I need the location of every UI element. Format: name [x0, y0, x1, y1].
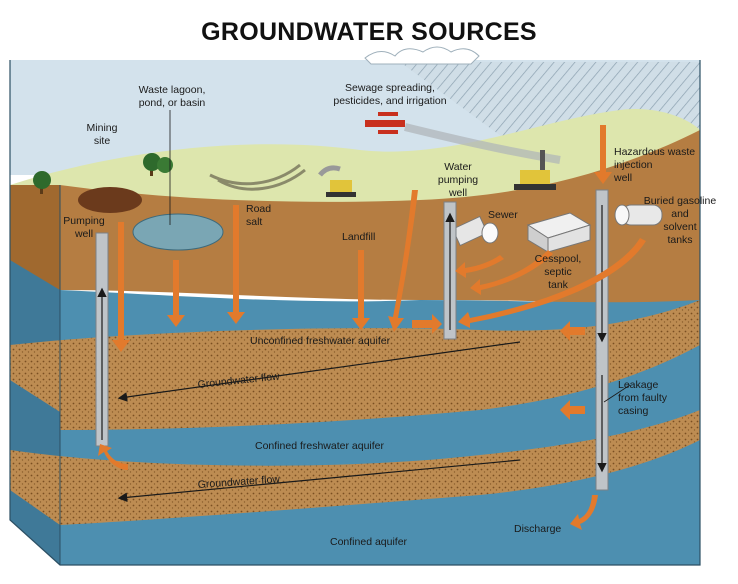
svg-text:well: well	[448, 187, 467, 199]
bulldozer-icon-1	[318, 165, 356, 197]
contamination-arrows	[98, 125, 646, 530]
soil-front	[60, 130, 700, 320]
svg-text:and: and	[671, 208, 689, 220]
bulldozer-icon-2	[514, 150, 556, 190]
label-leakage: Leakage from faulty casing	[618, 379, 668, 417]
svg-text:Hazardous waste: Hazardous waste	[614, 146, 695, 158]
label-mining-site: Mining site	[87, 122, 118, 147]
cloud	[364, 46, 480, 65]
label-discharge: Discharge	[514, 523, 561, 535]
svg-text:Mining: Mining	[87, 122, 118, 134]
svg-text:Road: Road	[246, 203, 271, 215]
mining-site-icon	[78, 187, 142, 213]
svg-text:solvent: solvent	[663, 221, 696, 233]
side-soil	[10, 185, 60, 290]
clay-band-1b	[60, 325, 700, 430]
label-landfill: Landfill	[342, 231, 375, 243]
svg-text:from faulty: from faulty	[618, 392, 668, 404]
svg-text:pesticides, and irrigation: pesticides, and irrigation	[333, 95, 446, 107]
svg-text:pumping: pumping	[438, 174, 478, 186]
svg-text:salt: salt	[246, 216, 262, 228]
waste-lagoon-icon	[132, 213, 224, 251]
label-confined-aquifer: Confined aquifer	[330, 536, 408, 548]
label-road-salt: Road salt	[246, 203, 271, 228]
svg-text:tank: tank	[548, 279, 569, 291]
tree-icon-2	[143, 153, 173, 176]
cesspool-icon	[526, 212, 592, 253]
svg-text:pond, or basin: pond, or basin	[139, 97, 206, 109]
page-title: GROUNDWATER SOURCES	[201, 18, 537, 46]
label-cesspool: Cesspool, septic tank	[535, 253, 582, 291]
svg-text:Cesspool,: Cesspool,	[535, 253, 582, 265]
label-hazardous-waste: Hazardous waste injection well	[613, 146, 695, 184]
clay-band-2	[10, 410, 700, 525]
svg-text:Buried gasoline: Buried gasoline	[644, 195, 717, 207]
label-pumping-well: Pumping well	[63, 215, 105, 240]
label-waste-lagoon: Waste lagoon, pond, or basin	[139, 84, 206, 109]
sewer-pipe-icon	[451, 215, 499, 247]
groundwater-flow-arrow-2	[117, 459, 521, 503]
label-sewage: Sewage spreading, pesticides, and irriga…	[333, 82, 446, 107]
label-groundwater-flow-2: Groundwater flow	[197, 473, 280, 491]
svg-text:Waste lagoon,: Waste lagoon,	[139, 84, 206, 96]
label-buried-tanks: Buried gasoline and solvent tanks	[644, 195, 717, 246]
svg-text:well: well	[74, 228, 93, 240]
road-icon	[209, 163, 306, 191]
svg-text:Sewage spreading,: Sewage spreading,	[345, 82, 435, 94]
clay-band-1	[10, 300, 700, 412]
label-confined-freshwater: Confined freshwater aquifer	[255, 440, 384, 452]
tree-icon-1	[33, 171, 51, 194]
svg-text:tanks: tanks	[667, 234, 692, 246]
svg-text:site: site	[94, 135, 111, 147]
label-sewer: Sewer	[488, 209, 518, 221]
svg-text:septic: septic	[544, 266, 571, 278]
groundwater-flow-arrow-1	[117, 341, 521, 402]
svg-text:well: well	[613, 172, 632, 184]
airplane-icon	[365, 112, 561, 164]
svg-text:Leakage: Leakage	[618, 379, 658, 391]
buried-tanks-icon	[614, 204, 663, 226]
label-unconfined-aquifer: Unconfined freshwater aquifer	[250, 335, 391, 347]
svg-text:casing: casing	[618, 405, 649, 417]
svg-text:injection: injection	[614, 159, 653, 171]
svg-text:Pumping: Pumping	[63, 215, 105, 227]
label-water-pumping-well: Water pumping well	[438, 161, 478, 199]
svg-text:Water: Water	[444, 161, 472, 173]
